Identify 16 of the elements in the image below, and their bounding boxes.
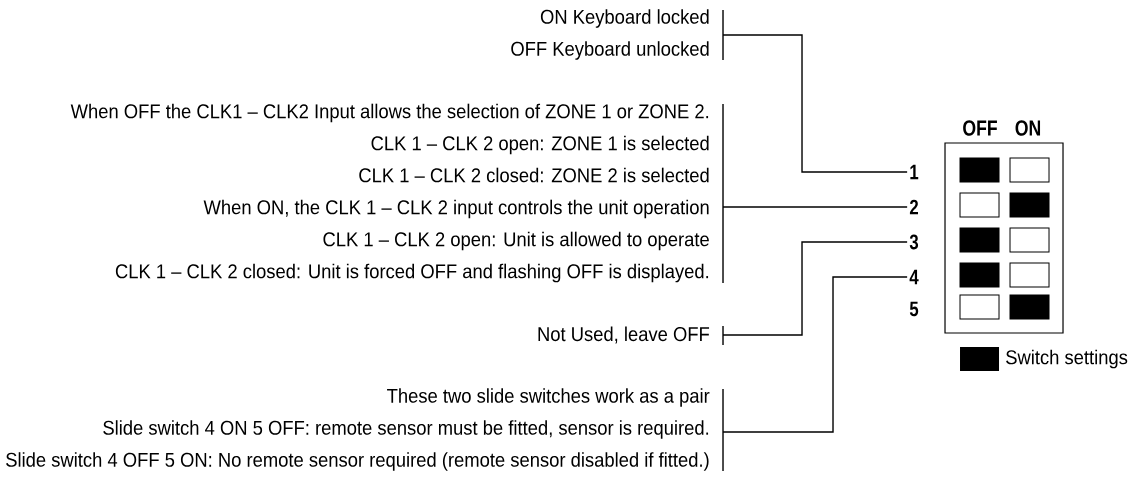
switch-number: 2 <box>909 199 918 215</box>
switch-number: 4 <box>909 269 919 285</box>
connector-line <box>722 241 908 336</box>
note-text: Not Used, leave OFF <box>538 326 710 344</box>
connector-line <box>722 206 908 208</box>
connector-line <box>722 276 908 433</box>
column-header: OFF <box>963 120 997 136</box>
legend-text: Switch settings <box>1006 349 1128 369</box>
column-header: ON <box>1015 120 1041 136</box>
connector-line <box>722 34 908 173</box>
note-text: ON Keyboard locked OFF Keyboard unlocked <box>511 9 709 60</box>
switch-number: 5 <box>909 301 919 317</box>
switch-number: 3 <box>909 234 919 250</box>
switch-number: 1 <box>910 164 919 180</box>
note-text: These two slide switches work as a pair Slide switch 4 ON 5 OFF: remote sensor must be fitted, sensor is required. Slide switch 4 OFF 5 ON: No remote sensor required (remote sensor disabled if fitted.) <box>6 388 710 471</box>
note-text: When OFF the CLK1 – CLK2 Input allows the selection of ZONE 1 or ZONE 2. CLK 1 – CLK 2 open: ZONE 1 is selected CLK 1 – CLK 2 closed: ZONE 2 is selected When ON, the CLK 1 – CLK 2 input controls the unit operation CLK 1 – CLK 2 open: Unit is allowed to operate CLK 1 – CLK 2 closed: Unit is forced OFF and flashing OFF is displayed. <box>70 103 709 283</box>
